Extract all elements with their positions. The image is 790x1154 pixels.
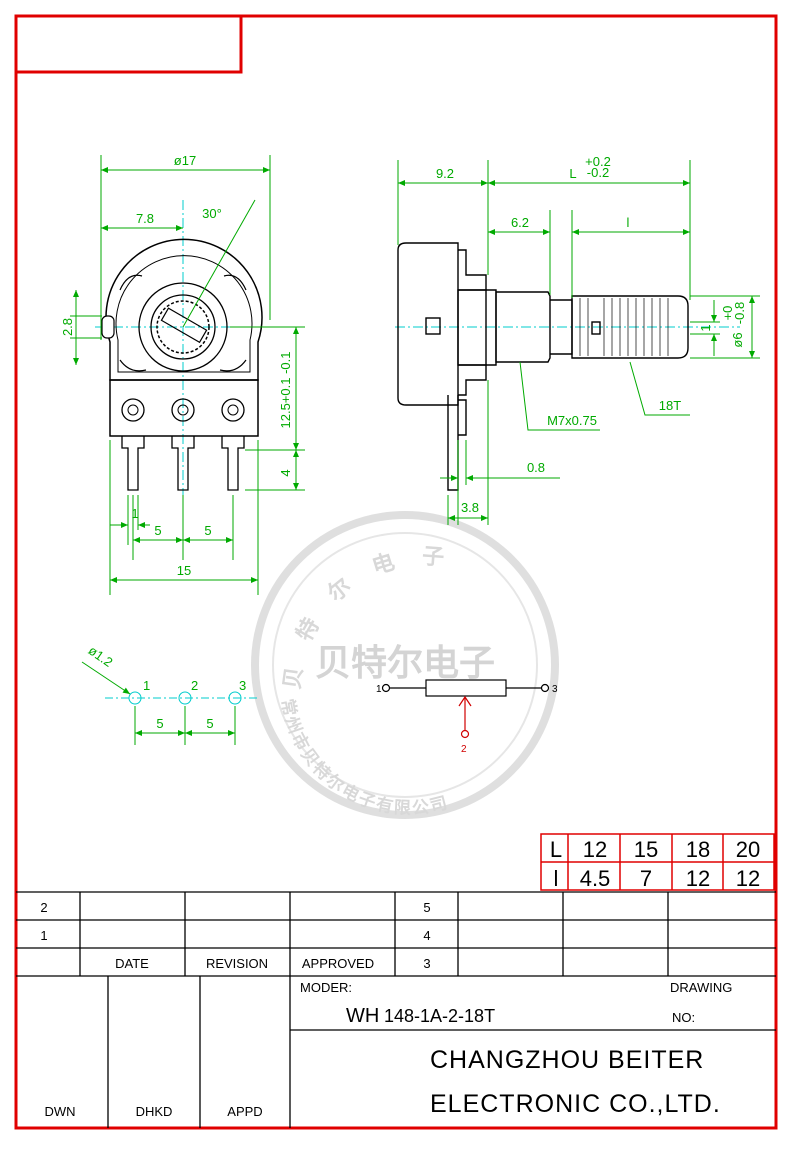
dim-bushing-6-2: 6.2 [511,215,529,230]
schematic-symbol: 1 3 2 [376,679,558,755]
dhkd-label: DHKD [136,1104,173,1119]
dim-shaft-dia-tol-upper: +0 [720,306,735,321]
schematic-pin-3: 3 [552,684,558,695]
side-view: 9.2 L +0.2 -0.2 6.2 l M7x0.75 18T 0.8 3.… [395,154,760,525]
watermark-seal: 贝 特 尔 电 子 常州市贝特尔电子有限公司 贝特尔电子 [251,511,559,819]
table-L-12: 12 [583,837,607,862]
label-shaft-18t: 18T [659,398,681,413]
dwn-label: DWN [44,1104,75,1119]
col-approved: APPROVED [302,956,374,971]
pcb-hole-pattern: ø1.2 1 2 3 5 5 [81,643,260,745]
drawing-label: DRAWING [670,980,732,995]
table-L-15: 15 [634,837,658,862]
terminal-rivets [121,398,245,422]
terminal-pins [121,436,245,491]
dim-knurl-l: l [627,215,630,230]
dim-plate-0-8: 0.8 [527,460,545,475]
right-num-3: 3 [423,956,430,971]
dim-shaft-dia-tol-lower: -0.8 [732,302,747,324]
watermark-center-text: 贝特尔电子 [315,642,495,683]
dim-width-15: 15 [177,563,191,578]
company-line-2: ELECTRONIC CO.,LTD. [430,1090,721,1118]
dim-offset-7-8: 7.8 [136,211,154,226]
dim-length-tol-upper: +0.2 [585,154,611,169]
title-block: 2 1 DATE REVISION APPROVED 5 4 3 MODER: … [16,891,776,1128]
moder-label: MODER: [300,980,352,995]
rev-row-2: 2 [40,900,47,915]
dim-length-L: L [569,166,576,181]
col-date: DATE [115,956,149,971]
table-l-12-a: 12 [686,866,710,891]
dim-body-9-2: 9.2 [436,166,454,181]
dim-flat-1: 1 [698,324,713,331]
model-prefix: WH [346,1005,379,1027]
dim-hole-pitch-5-a: 5 [156,716,163,731]
watermark-ring-bottom: 常州市贝特尔电子有限公司 [278,697,451,818]
dim-pin-width-1: 1 [131,506,138,521]
table-l-7: 7 [640,866,652,891]
col-revision: REVISION [206,956,268,971]
front-view: ø17 7.8 30° 2.8 12.5+0.1 -0.1 4 1 5 5 15 [60,153,305,595]
sheet-frame [14,14,778,1130]
hole-label-2: 2 [191,678,198,693]
dim-pitch-5-a: 5 [154,523,161,538]
dim-length-tol-lower: -0.2 [587,165,609,180]
dim-diameter-17: ø17 [174,153,196,168]
table-header-l: l [554,866,559,891]
dim-pin-offset-3-8: 3.8 [461,500,479,515]
dim-pitch-5-b: 5 [204,523,211,538]
size-table: L 12 15 18 20 l 4.5 7 12 12 [540,833,775,891]
label-thread-m7: M7x0.75 [547,413,597,428]
table-header-L: L [550,837,562,862]
dim-angle-30: 30° [202,206,222,221]
dim-hole-pitch-5-b: 5 [206,716,213,731]
model-number: 148-1A-2-18T [384,1006,495,1026]
hole-label-3: 3 [239,678,246,693]
schematic-pin-1: 1 [376,684,382,695]
table-l-4-5: 4.5 [580,866,611,891]
company-line-1: CHANGZHOU BEITER [430,1046,704,1074]
table-L-20: 20 [736,837,760,862]
dim-height-12-5: 12.5+0.1 -0.1 [278,352,293,429]
table-l-12-b: 12 [736,866,760,891]
appd-label: APPD [227,1104,262,1119]
dim-hole-dia-1-2: ø1.2 [86,643,116,670]
rev-row-1: 1 [40,928,47,943]
dim-slot-2-8: 2.8 [60,318,75,336]
dim-shaft-dia-6: ø6 [730,332,745,347]
dim-pin-length-4: 4 [278,469,293,476]
right-num-4: 4 [423,928,430,943]
no-label: NO: [672,1010,695,1025]
table-L-18: 18 [686,837,710,862]
right-num-5: 5 [423,900,430,915]
hole-label-1: 1 [143,678,150,693]
schematic-pin-2: 2 [461,744,467,755]
